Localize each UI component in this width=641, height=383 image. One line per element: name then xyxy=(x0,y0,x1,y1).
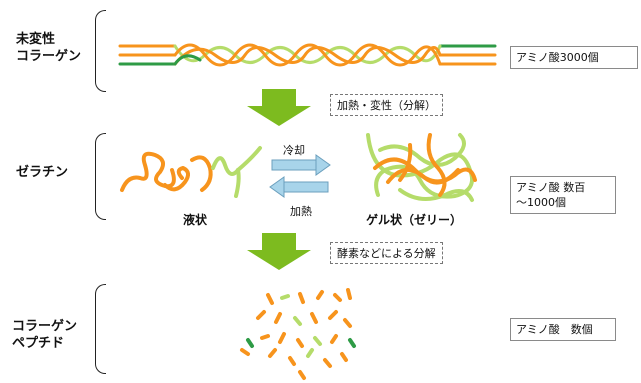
gel-state-label: ゲル状（ゼリー） xyxy=(366,213,463,227)
native-collagen-label: 未変性 コラーゲン xyxy=(16,31,81,65)
liquid-gelatin-strands xyxy=(120,146,262,198)
heat-label: 加熱 xyxy=(290,205,312,218)
native-collagen-label-line2: コラーゲン xyxy=(16,49,82,64)
cool-label: 冷却 xyxy=(283,144,305,157)
collagen-peptide-label-line1: コラーゲン xyxy=(12,319,78,334)
cool-arrow xyxy=(271,154,331,176)
peptide-amino-count: アミノ酸 数個 xyxy=(516,323,593,336)
native-amino-count-box: アミノ酸3000個 xyxy=(510,46,638,69)
heat-denature-label: 加熱・変性（分解） xyxy=(330,94,443,116)
gel-tangle xyxy=(366,133,477,202)
down-arrow-1 xyxy=(247,89,311,126)
gelatin-amino-count-line1: アミノ酸 数百 xyxy=(516,181,586,194)
collagen-peptide-label-line2: ペプチド xyxy=(12,336,65,351)
collagen-peptide-label: コラーゲン ペプチド xyxy=(12,318,77,352)
native-collagen-label-line1: 未変性 xyxy=(16,32,56,47)
native-collagen-helix xyxy=(118,43,497,67)
heat-arrow xyxy=(269,176,329,198)
down-arrow-2 xyxy=(247,233,311,270)
gelatin-label: ゼラチン xyxy=(16,165,69,180)
gelatin-amino-count-line2: ～1000個 xyxy=(516,196,566,209)
native-amino-count: アミノ酸3000個 xyxy=(516,51,599,64)
enzyme-decompose-label: 酵素などによる分解 xyxy=(330,242,443,264)
peptide-amino-count-box: アミノ酸 数個 xyxy=(510,318,616,341)
liquid-state-label: 液状 xyxy=(183,213,208,227)
peptide-fragments xyxy=(240,288,356,380)
gelatin-amino-count-box: アミノ酸 数百 ～1000個 xyxy=(510,176,616,214)
